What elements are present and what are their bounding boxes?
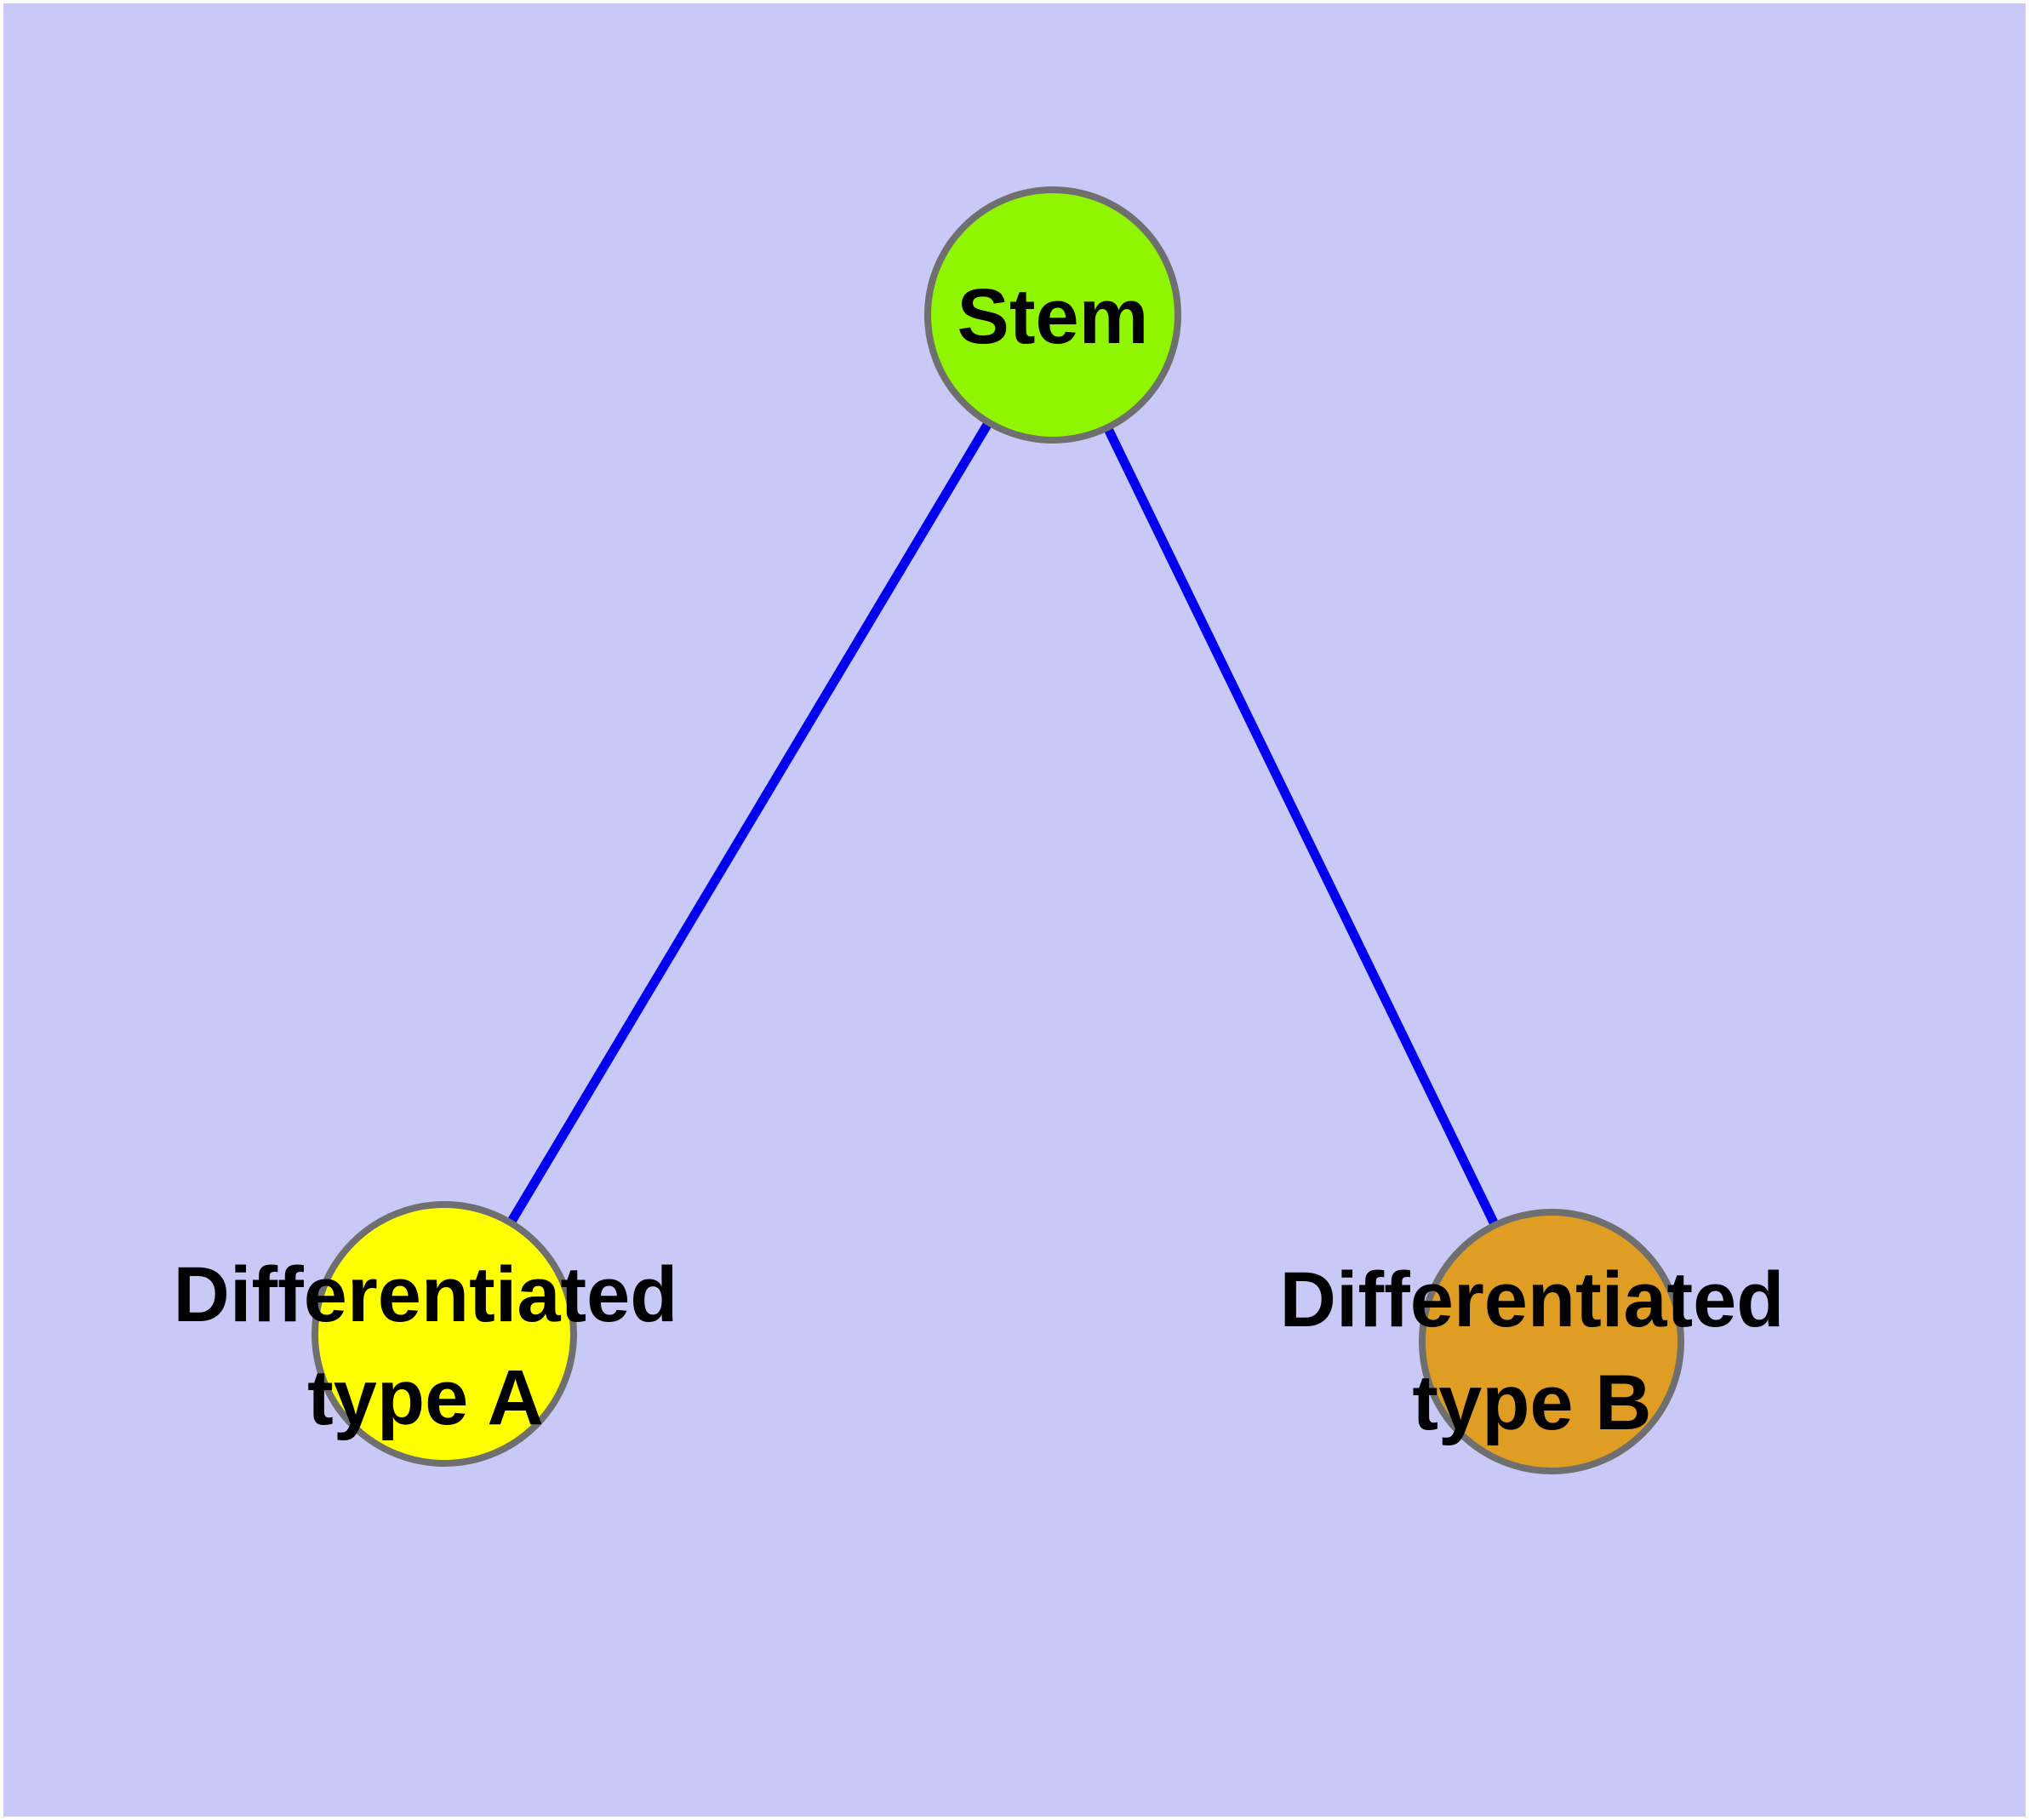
differentiated-type-b-node	[1419, 1209, 1684, 1474]
type-a-label-line1: Differentiated	[174, 1251, 678, 1338]
type-b-label-line2: type B	[1412, 1359, 1651, 1446]
type-b-label-line1: Differentiated	[1280, 1256, 1785, 1343]
edge-stem-to-type-b	[1049, 312, 1556, 1344]
edge-stem-to-type-a	[440, 312, 1057, 1336]
type-a-label-line2: type A	[307, 1354, 544, 1441]
differentiated-type-a-node	[311, 1201, 577, 1467]
stem-node-label: Stem	[957, 273, 1149, 360]
stem-node	[924, 186, 1181, 444]
